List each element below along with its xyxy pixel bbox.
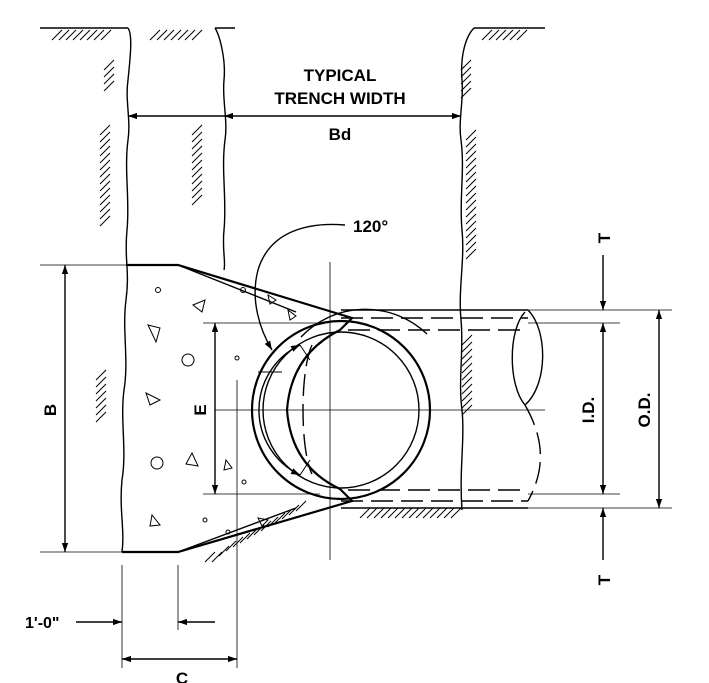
dimension-lines: [61, 112, 663, 663]
angle-label: 120°: [353, 217, 388, 236]
angle-indicator: [254, 223, 346, 476]
b-label: B: [41, 404, 60, 416]
typical-label: TYPICAL: [304, 66, 377, 85]
pipe: [250, 308, 544, 509]
t-bottom-label: T: [595, 574, 614, 585]
trench-walls: [120, 27, 475, 553]
t-top-label: T: [595, 232, 614, 243]
bd-label: Bd: [329, 125, 352, 144]
e-label: E: [191, 404, 210, 415]
aggregate-symbols: [145, 287, 297, 535]
one-foot-label: 1'-0": [25, 615, 60, 632]
ground-hatching: [51, 29, 528, 563]
id-label: I.D.: [579, 397, 598, 423]
c-label: C: [176, 669, 188, 683]
trench-width-label: TRENCH WIDTH: [274, 89, 405, 108]
od-label: O.D.: [635, 393, 654, 428]
